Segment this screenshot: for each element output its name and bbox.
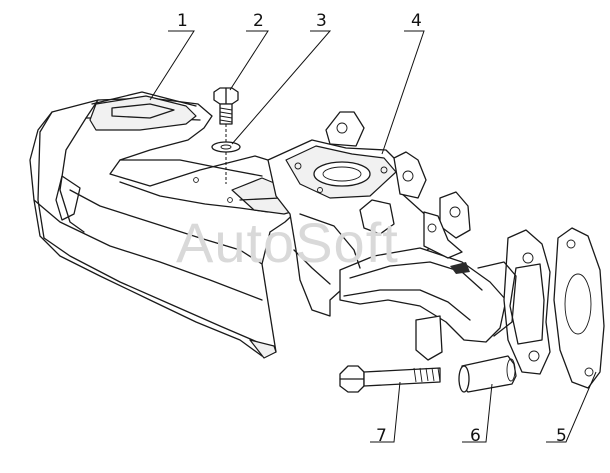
callout-4: 4 xyxy=(411,11,422,31)
heat-shield-part xyxy=(29,91,331,359)
callout-7: 7 xyxy=(376,426,387,446)
exhaust-manifold-part xyxy=(267,111,551,375)
gasket-part xyxy=(553,227,605,389)
callout-1: 1 xyxy=(177,11,188,31)
spacer-part xyxy=(458,355,517,393)
leader-lines xyxy=(149,30,597,443)
callout-5: 5 xyxy=(556,426,567,446)
callout-6: 6 xyxy=(470,426,481,446)
washer-part xyxy=(211,141,241,184)
long-bolt-part xyxy=(339,365,441,393)
callout-2: 2 xyxy=(253,11,264,31)
bolt-part xyxy=(213,87,239,142)
callout-3: 3 xyxy=(316,11,327,31)
watermark-text: AutoSoft xyxy=(176,211,399,274)
